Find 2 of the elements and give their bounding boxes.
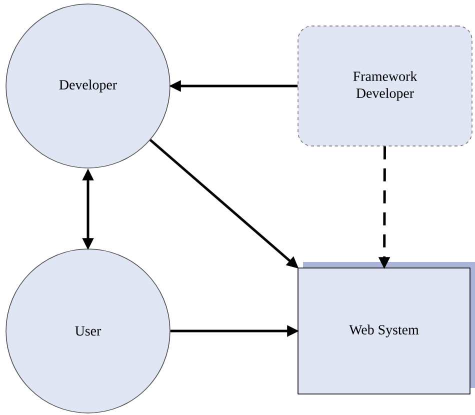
system-box: Web System: [298, 262, 475, 394]
actor-box: Framework Developer: [298, 26, 472, 146]
